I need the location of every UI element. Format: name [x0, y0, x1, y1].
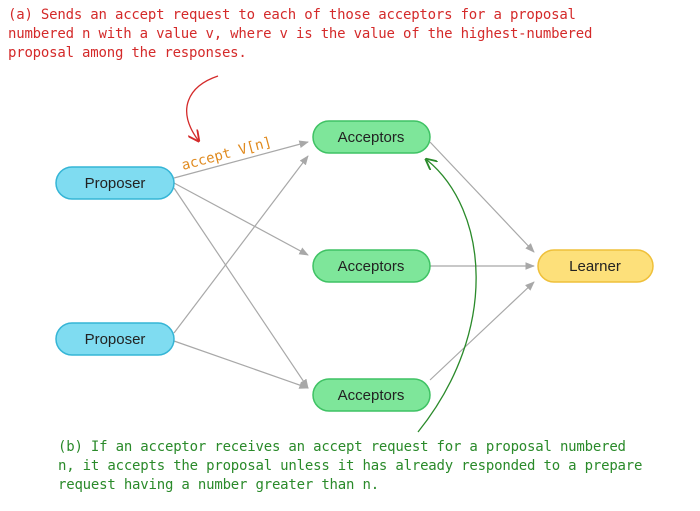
annotation-a-arrow — [186, 75, 219, 140]
node-acceptors-2-label: Acceptors — [338, 258, 405, 275]
node-acceptors-2: Acceptors — [312, 249, 431, 283]
annotation-b-arrow — [417, 160, 477, 433]
node-proposer-2: Proposer — [55, 322, 175, 356]
edge-acceptors1-learner — [429, 141, 535, 253]
annotation-a: (a) Sends an accept request to each of t… — [8, 7, 593, 61]
edge-proposer1-acceptors2 — [173, 182, 309, 256]
edge-proposer1-acceptors3 — [173, 187, 309, 389]
node-acceptors-3: Acceptors — [312, 378, 431, 412]
node-acceptors-1: Acceptors — [312, 120, 431, 154]
node-proposer-1: Proposer — [55, 166, 175, 200]
annotation-b: (b) If an acceptor receives an accept re… — [58, 439, 643, 493]
node-learner-label: Learner — [569, 258, 621, 275]
edge-proposer1-acceptors1 — [173, 140, 309, 179]
node-proposer-1-label: Proposer — [85, 175, 146, 192]
edge-proposer2-acceptors1 — [173, 155, 309, 334]
node-learner: Learner — [537, 249, 654, 283]
node-proposer-2-label: Proposer — [85, 331, 146, 348]
node-acceptors-1-label: Acceptors — [338, 129, 405, 146]
edge-label-accept: accept V[n] — [180, 134, 274, 173]
edge-proposer2-acceptors3 — [173, 340, 309, 389]
edge-acceptors3-learner — [429, 281, 535, 381]
edges — [173, 140, 535, 389]
node-acceptors-3-label: Acceptors — [338, 387, 405, 404]
